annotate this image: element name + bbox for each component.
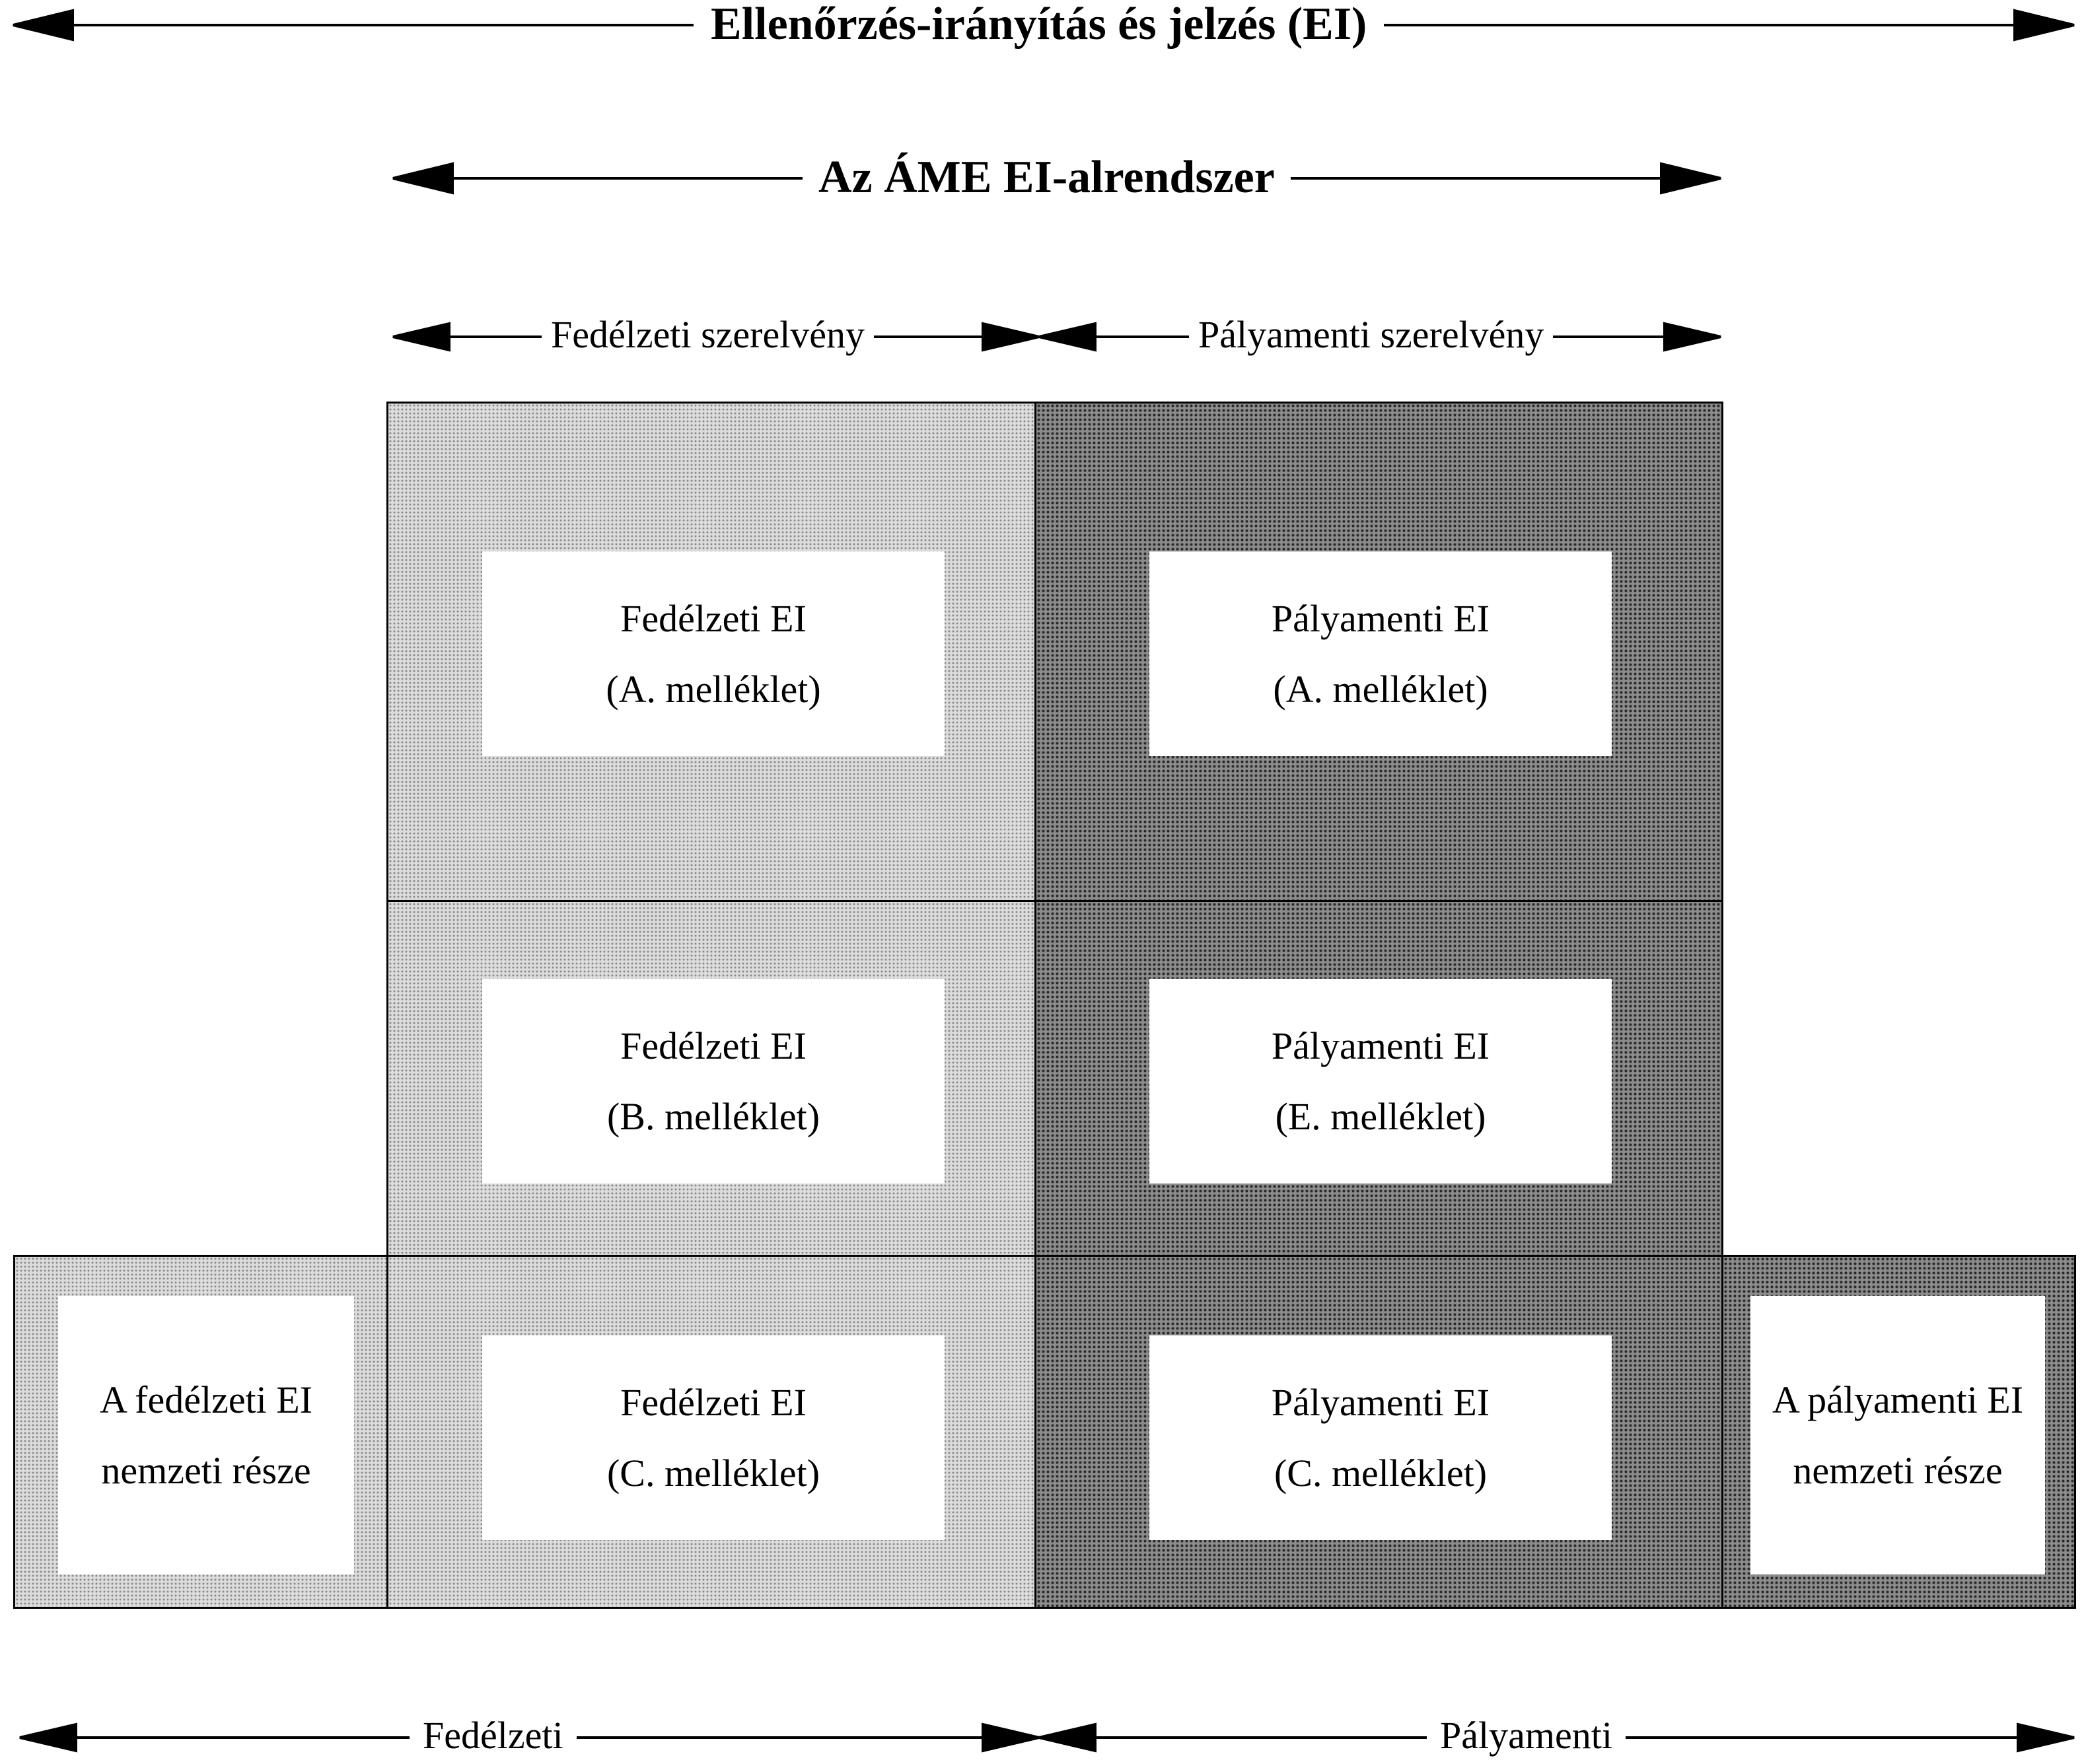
box-annex: (B. melléklet) [606,1095,820,1138]
box-annex: nemzeti része [1793,1449,2003,1492]
box-annex: (A. melléklet) [1273,668,1488,711]
onboard-annex-c-box: Fedélzeti EI (C. melléklet) [482,1335,945,1540]
box-title: Fedélzeti EI [620,596,807,640]
trackside-assembly-label: Pályamenti szerelvény [1189,314,1554,355]
trackside-bottom-label: Pályamenti [1427,1715,1626,1756]
box-title: Pályamenti EI [1271,596,1490,640]
box-annex: nemzeti része [101,1449,311,1492]
subsystem-label: Az ÁME EI-alrendszer [803,153,1291,202]
arrowhead-left-icon [13,9,74,42]
box-title: A fedélzeti EI [99,1378,313,1421]
arrowhead-right-icon [982,1722,1040,1753]
box-title: A pályamenti EI [1772,1378,2024,1421]
arrowhead-right-icon [2017,1722,2075,1753]
trackside-annex-e-box: Pályamenti EI (E. melléklet) [1149,979,1612,1183]
box-title: Fedélzeti EI [620,1024,807,1067]
box-annex: (C. melléklet) [1274,1452,1488,1495]
box-title: Pályamenti EI [1271,1024,1490,1067]
arrowhead-left-icon [1038,322,1097,352]
arrowhead-left-icon [19,1722,77,1753]
arrowhead-right-icon [2013,9,2075,42]
arrowhead-right-icon [982,322,1040,352]
arrowhead-right-icon [1660,162,1721,195]
onboard-bottom-label: Fedélzeti [410,1715,577,1756]
national-trackside-box: A pályamenti EI nemzeti része [1750,1296,2045,1574]
ei-scope-label: Ellenőrzés-irányítás és jelzés (EI) [694,0,1385,49]
box-annex: (A. melléklet) [606,668,821,711]
onboard-annex-a-box: Fedélzeti EI (A. melléklet) [482,551,945,756]
arrowhead-right-icon [1663,322,1721,352]
box-annex: (E. melléklet) [1275,1095,1486,1138]
box-annex: (C. melléklet) [606,1452,820,1495]
trackside-annex-c-box: Pályamenti EI (C. melléklet) [1149,1335,1612,1540]
national-onboard-box: A fedélzeti EI nemzeti része [58,1296,354,1574]
arrowhead-left-icon [1038,1722,1097,1753]
onboard-annex-b-box: Fedélzeti EI (B. melléklet) [482,979,945,1183]
box-title: Pályamenti EI [1271,1380,1490,1424]
arrowhead-left-icon [392,162,454,195]
trackside-annex-a-box: Pályamenti EI (A. melléklet) [1149,551,1612,756]
arrowhead-left-icon [392,322,450,352]
onboard-assembly-label: Fedélzeti szerelvény [542,314,875,355]
box-title: Fedélzeti EI [620,1380,807,1424]
